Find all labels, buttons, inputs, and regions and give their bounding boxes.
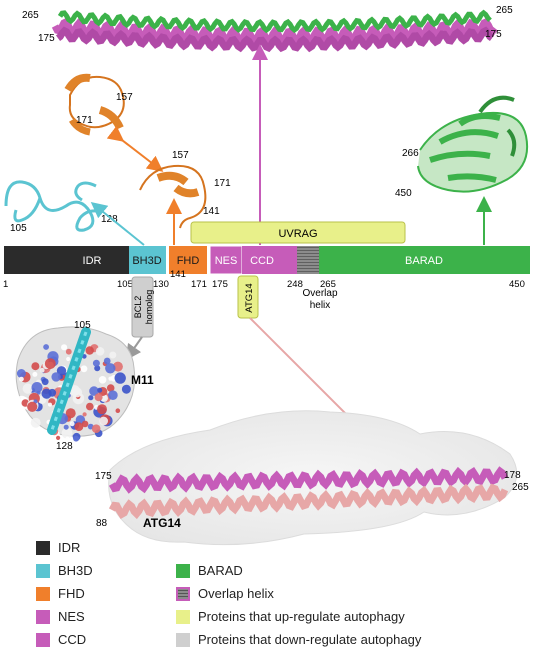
idr-105-label: 105 (10, 223, 27, 234)
uvrag-bar: UVRAG (190, 221, 406, 244)
fhd-small-157-label: 157 (116, 92, 133, 103)
legend-barad: BARAD (176, 563, 243, 578)
legend-ccd: CCD (36, 632, 86, 647)
legend-down-regulate: Proteins that down-regulate autophagy (176, 632, 421, 647)
fhd-large-171-label: 171 (214, 178, 231, 189)
barad-266-label: 266 (402, 148, 419, 159)
legend-nes: NES (36, 609, 85, 624)
legend-nes-swatch (36, 609, 50, 624)
fhd-structure-small: 157 171 (64, 73, 133, 136)
atg14-helix (108, 483, 509, 520)
fhd-large-157-label: 157 (172, 150, 189, 161)
bh3d-domain-label: BH3D (132, 255, 161, 267)
fhd-domain (169, 246, 207, 274)
atg14-complex-label: ATG14 (143, 516, 181, 530)
legend-ccd-label: CCD (58, 632, 87, 647)
legend-bh3d-swatch (36, 563, 50, 578)
m11-label: M11 (131, 373, 154, 387)
atg14-box: ATG14 (237, 275, 259, 319)
uvrag-label: UVRAG (278, 228, 317, 240)
legend-overlap-helix-label: Overlap helix (198, 586, 274, 601)
residue-265: 265 (320, 279, 336, 290)
residue-248: 248 (287, 279, 303, 290)
beclin-ccd-helix (108, 466, 509, 494)
residue-141: 141 (170, 269, 186, 280)
residue-450: 450 (509, 279, 525, 290)
domain-bar: IDR BH3D FHD NES CCD BARAD (4, 245, 530, 275)
ccd-domain (242, 246, 297, 274)
fhd-transition-arrow (106, 125, 164, 172)
legend-nes-label: NES (58, 609, 85, 624)
ccd-left-bottom-label: 175 (38, 33, 55, 44)
atg14-175-label: 175 (95, 471, 112, 482)
ccd-right-bottom-label: 175 (485, 29, 502, 40)
legend-barad-swatch (176, 563, 190, 578)
fhd-domain-label: FHD (177, 255, 200, 267)
ccd-helix-b (57, 9, 492, 34)
legend-bh3d-label: BH3D (58, 563, 93, 578)
residue-175: 175 (212, 279, 228, 290)
ccd-helix-c (55, 26, 495, 53)
residue-numbers: 1 105 130 141 171 175 248 265 450 (3, 269, 525, 290)
barad-450-label: 450 (395, 188, 412, 199)
m11-complex: 105 128 M11 (15, 320, 154, 452)
atg14-88-label: 88 (96, 518, 108, 529)
m11-surface-patches (16, 342, 131, 442)
legend-up-regulate-swatch (176, 609, 190, 624)
residue-1: 1 (3, 279, 8, 290)
legend-idr: IDR (36, 540, 80, 555)
barad-domain (319, 246, 530, 274)
idr-domain (4, 246, 129, 274)
legend-idr-label: IDR (58, 540, 81, 555)
legend-bh3d: BH3D (36, 563, 93, 578)
idr-128-label: 128 (101, 214, 118, 225)
bcl2-arrow (125, 336, 143, 361)
barad-structure: 266 450 (395, 95, 528, 199)
legend-overlap-helix: Overlap helix (176, 586, 274, 601)
bcl2-homolog-label: BCL2homolog (133, 290, 154, 325)
residue-105: 105 (117, 279, 133, 290)
atg14-178-label: 178 (504, 470, 521, 481)
residue-171: 171 (191, 279, 207, 290)
legend-up-regulate: Proteins that up-regulate autophagy (176, 609, 405, 624)
legend-down-regulate-label: Proteins that down-regulate autophagy (198, 632, 422, 647)
bh3d-helix (47, 327, 91, 435)
fhd-structure-large: 157 171 141 (139, 150, 231, 229)
legend-fhd-swatch (36, 586, 50, 601)
barad-domain-label: BARAD (405, 255, 443, 267)
ccd-right-top-label: 265 (496, 5, 513, 16)
overlap-helix-region (297, 246, 319, 274)
atg14-complex: 175 88 178 265 ATG14 (95, 410, 529, 546)
legend-fhd-label: FHD (58, 586, 85, 601)
bh3d-structure-arrow (90, 201, 145, 246)
m11-105-label: 105 (74, 320, 91, 331)
legend: IDR BH3D FHD NES CCD BARAD Overlap helix… (36, 540, 535, 652)
legend-ccd-swatch (36, 632, 50, 647)
nes-domain (209, 245, 243, 275)
fhd-small-171-label: 171 (76, 115, 93, 126)
legend-overlap-helix-swatch (176, 586, 190, 601)
legend-up-regulate-label: Proteins that up-regulate autophagy (198, 609, 405, 624)
ccd-dimer-structure: 265 175 265 175 (22, 5, 513, 53)
residue-130: 130 (153, 279, 169, 290)
ccd-domain-label: CCD (250, 255, 274, 267)
legend-idr-swatch (36, 540, 50, 555)
atg14-box-label: ATG14 (244, 283, 255, 312)
idr-domain-label: IDR (83, 255, 102, 267)
bcl2-homolog-box: BCL2homolog (131, 276, 154, 338)
bh3d-domain (129, 246, 166, 274)
idr-loop-structure: 105 128 (4, 180, 118, 234)
legend-fhd: FHD (36, 586, 85, 601)
nes-domain-label: NES (215, 255, 238, 267)
legend-down-regulate-swatch (176, 632, 190, 647)
fhd-large-141-label: 141 (203, 206, 220, 217)
atg14-265-label: 265 (512, 482, 529, 493)
m11-128-label: 128 (56, 441, 73, 452)
ccd-left-top-label: 265 (22, 10, 39, 21)
legend-barad-label: BARAD (198, 563, 243, 578)
ccd-helix-a (51, 17, 498, 47)
